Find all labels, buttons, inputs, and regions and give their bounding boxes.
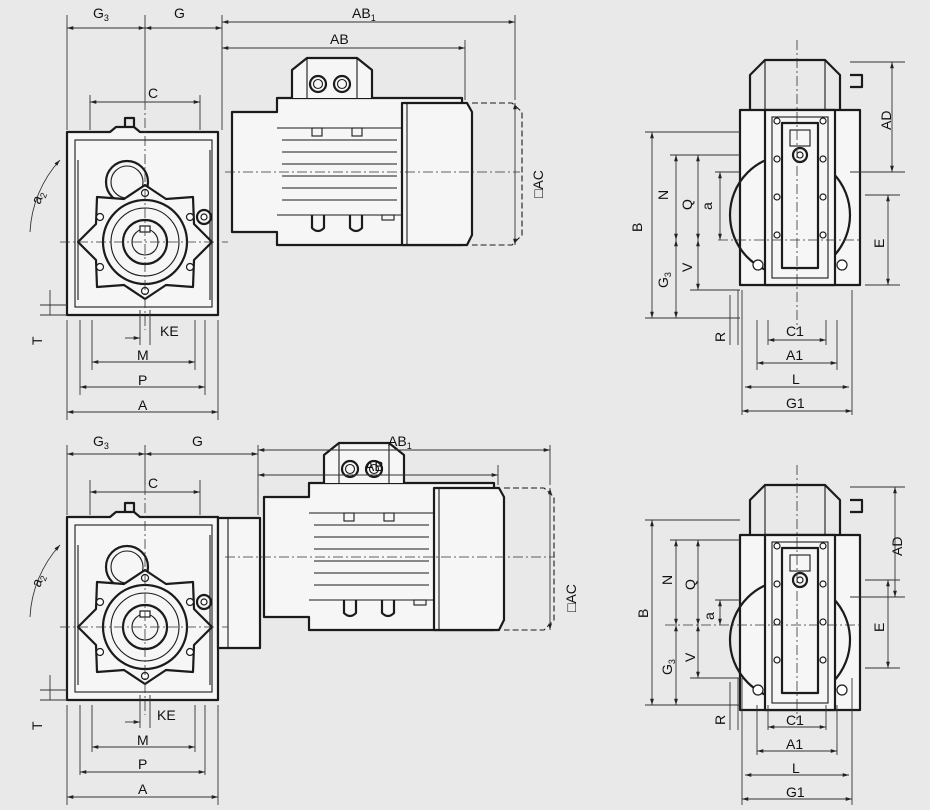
side-view-bottom [60, 441, 556, 715]
dim-g3-side-label: G3 [655, 272, 673, 288]
dim-b-label: B [629, 223, 645, 232]
dim-q-label: Q [679, 199, 695, 210]
dim-g3-side-label: G3 [659, 659, 677, 675]
dim-l-label: L [792, 760, 800, 776]
end-labels-top: B N Q a G3 V AD E R C1 A1 L G1 [629, 111, 894, 411]
dim-g3-label: G3 [93, 5, 109, 23]
dim-ac-label: □AC [563, 584, 579, 612]
dim-g1-label: G1 [786, 395, 805, 411]
dim-a-small-label: a [701, 612, 717, 620]
dim-e-label: E [871, 623, 887, 632]
dim-a2-label: a2 [28, 572, 49, 590]
dim-m-label: M [137, 732, 149, 748]
end-labels-bottom: B N Q a G3 V AD E R C1 A1 L G1 [635, 537, 905, 800]
dim-n-label: N [659, 575, 675, 585]
dim-c1-label: C1 [786, 712, 804, 728]
end-dimensions-top [645, 61, 905, 415]
dim-ab-label: AB [330, 31, 349, 47]
dim-r-label: R [712, 332, 728, 342]
dim-q-label: Q [682, 579, 698, 590]
end-view-bottom [665, 465, 864, 720]
dim-a-label: A [138, 781, 148, 797]
labels-top: G3 G AB1 AB C □AC a2 T KE M P A [28, 5, 546, 413]
dim-ad-label: AD [889, 537, 905, 556]
dimension-lines-bottom [29, 445, 552, 805]
dim-a2-label: a2 [28, 189, 49, 207]
dim-ac-label: □AC [530, 170, 546, 198]
dim-g-label: G [174, 5, 185, 21]
dim-a-label: A [138, 397, 148, 413]
dim-n-label: N [655, 190, 671, 200]
dim-p-label: P [138, 756, 147, 772]
dim-l-label: L [792, 371, 800, 387]
dim-t-label: T [29, 336, 45, 345]
dim-ab-label: AB [365, 458, 384, 474]
dim-r-label: R [712, 715, 728, 725]
dim-t-label: T [29, 721, 45, 730]
dim-v-label: V [679, 262, 695, 272]
dim-v-label: V [682, 652, 698, 662]
dim-ke-label: KE [160, 323, 179, 339]
dimension-lines-top [29, 15, 517, 420]
end-view-top [718, 40, 864, 330]
dim-b-label: B [635, 609, 651, 618]
dim-p-label: P [138, 372, 147, 388]
dim-g1-label: G1 [786, 784, 805, 800]
dim-c-label: C [148, 85, 158, 101]
dim-c1-label: C1 [786, 323, 804, 339]
dim-m-label: M [137, 347, 149, 363]
dim-a-small-label: a [699, 202, 715, 210]
dim-a1-label: A1 [786, 736, 803, 752]
dim-ab1-label: AB1 [388, 433, 412, 451]
dim-a1-label: A1 [786, 347, 803, 363]
dim-ab1-label: AB1 [352, 5, 376, 23]
dim-g-label: G [192, 433, 203, 449]
dim-c-label: C [148, 475, 158, 491]
dim-ad-label: AD [878, 111, 894, 130]
dim-ke-label: KE [157, 707, 176, 723]
labels-bottom: G3 G AB1 AB C □AC a2 T KE M P A [28, 433, 579, 797]
side-view-top [60, 56, 524, 330]
dim-e-label: E [871, 239, 887, 248]
dim-g3-label: G3 [93, 433, 109, 451]
end-dimensions-bottom [645, 486, 905, 805]
